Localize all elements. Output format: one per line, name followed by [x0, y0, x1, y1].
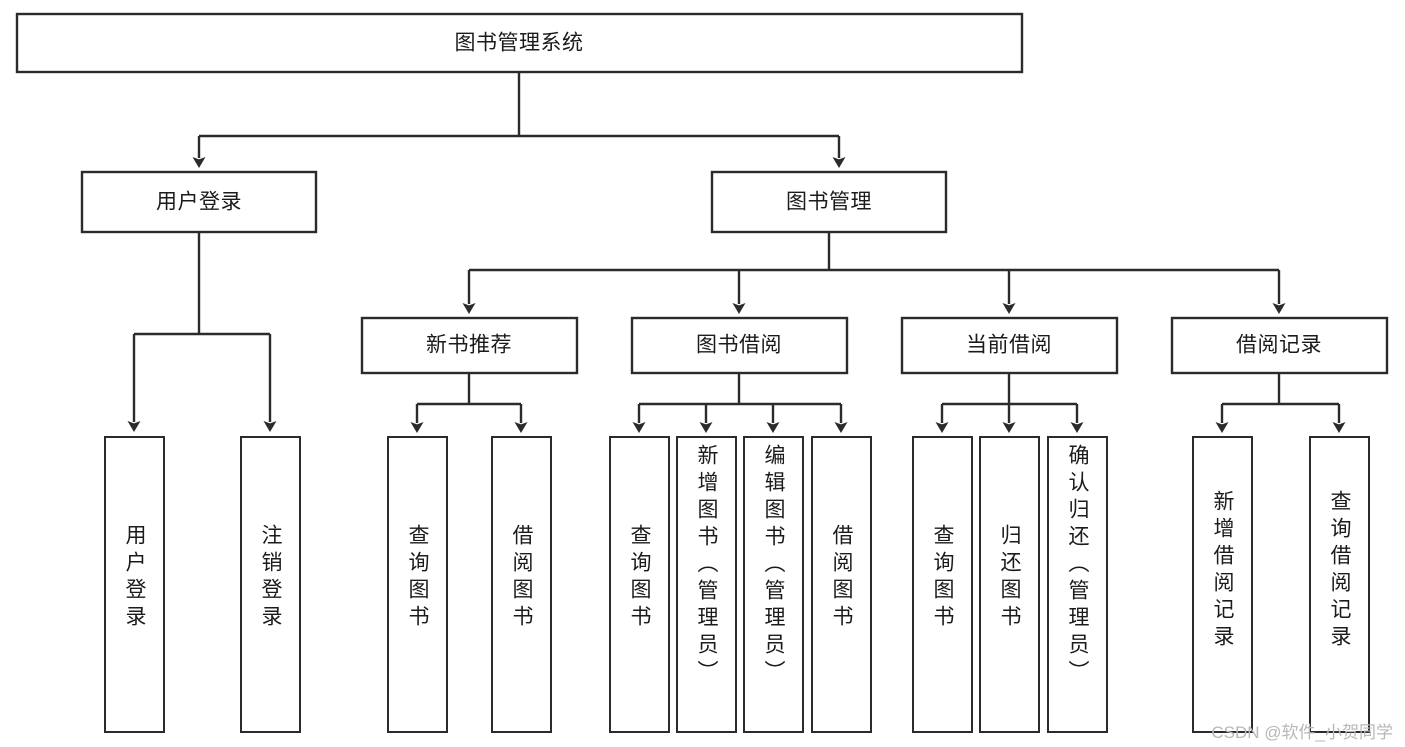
node-current-borrow-label: 当前借阅	[966, 334, 1052, 357]
leaf-add-book-label: 新增图书（管理员）	[695, 444, 718, 687]
leaf-node-add-book[interactable]: 新增图书（管理员）	[676, 436, 737, 733]
connector-userlogin-to-leaves	[127, 232, 277, 432]
node-book-manage-label: 图书管理	[786, 191, 872, 214]
leaf-node-return-book[interactable]: 归还图书	[979, 436, 1040, 733]
node-user-login[interactable]: 用户登录	[80, 170, 318, 234]
node-root-label: 图书管理系统	[455, 32, 584, 55]
leaf-node-edit-book[interactable]: 编辑图书（管理员）	[743, 436, 804, 733]
node-borrow-record[interactable]: 借阅记录	[1170, 316, 1389, 375]
leaf-query-record-label: 查询借阅记录	[1328, 490, 1351, 652]
leaf-node-query-book-1[interactable]: 查询图书	[387, 436, 448, 733]
leaf-node-user-login[interactable]: 用户登录	[104, 436, 165, 733]
leaf-node-add-record[interactable]: 新增借阅记录	[1192, 436, 1253, 733]
leaf-borrow-book-1-label: 借阅图书	[510, 524, 533, 632]
node-new-book-rec[interactable]: 新书推荐	[360, 316, 579, 375]
connector-newbookrec-to-leaves	[410, 373, 528, 433]
leaf-user-login-label: 用户登录	[123, 524, 146, 632]
node-book-manage[interactable]: 图书管理	[710, 170, 948, 234]
node-user-login-label: 用户登录	[156, 191, 242, 214]
connector-bookborrow-to-leaves	[632, 373, 848, 433]
connector-bookmanage-to-level3	[462, 232, 1286, 314]
connector-root-to-level2	[192, 72, 846, 168]
connector-borrowrecord-to-leaves	[1215, 373, 1346, 433]
node-borrow-record-label: 借阅记录	[1236, 334, 1322, 357]
leaf-node-borrow-book-2[interactable]: 借阅图书	[811, 436, 872, 733]
leaf-node-confirm-return[interactable]: 确认归还（管理员）	[1047, 436, 1108, 733]
connector-currentborrow-to-leaves	[935, 373, 1084, 433]
leaf-logout-label: 注销登录	[259, 524, 282, 632]
leaf-add-record-label: 新增借阅记录	[1211, 490, 1234, 652]
leaf-node-query-book-3[interactable]: 查询图书	[912, 436, 973, 733]
leaf-edit-book-label: 编辑图书（管理员）	[762, 444, 785, 687]
leaf-borrow-book-2-label: 借阅图书	[830, 524, 853, 632]
leaf-query-book-1-label: 查询图书	[406, 524, 429, 632]
node-current-borrow[interactable]: 当前借阅	[900, 316, 1119, 375]
leaf-query-book-3-label: 查询图书	[931, 524, 954, 632]
node-book-borrow-label: 图书借阅	[696, 334, 782, 357]
leaf-query-book-2-label: 查询图书	[628, 524, 651, 632]
leaf-node-logout[interactable]: 注销登录	[240, 436, 301, 733]
leaf-return-book-label: 归还图书	[998, 524, 1021, 632]
leaf-node-borrow-book-1[interactable]: 借阅图书	[491, 436, 552, 733]
node-book-borrow[interactable]: 图书借阅	[630, 316, 849, 375]
node-new-book-rec-label: 新书推荐	[426, 334, 512, 357]
leaf-node-query-book-2[interactable]: 查询图书	[609, 436, 670, 733]
leaf-confirm-return-label: 确认归还（管理员）	[1066, 444, 1089, 687]
node-root-book-management-system[interactable]: 图书管理系统	[15, 12, 1024, 74]
leaf-node-query-record[interactable]: 查询借阅记录	[1309, 436, 1370, 733]
